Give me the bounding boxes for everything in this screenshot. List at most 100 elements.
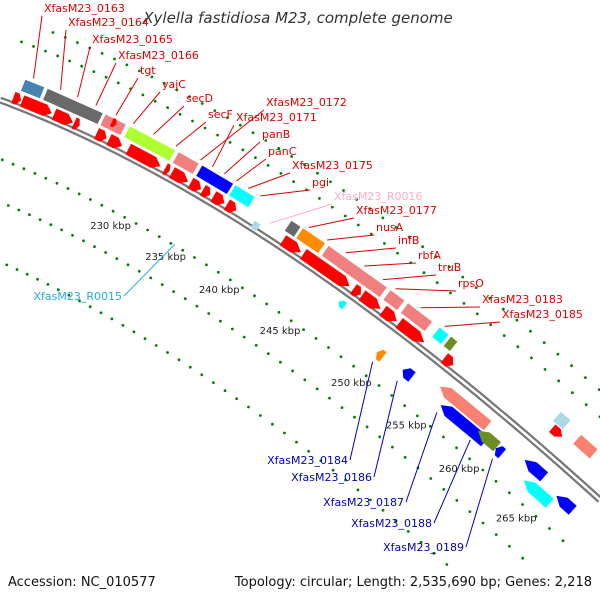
grid-dot [449,291,452,295]
gene-label: tgt [140,64,156,77]
grid-dot [290,155,293,158]
grid-dot [584,403,588,407]
label-leader-line [260,189,311,197]
forward-cds [19,95,52,116]
grid-dot [116,81,120,85]
grid-dot [571,391,574,395]
label-leader-line [373,380,398,478]
reverse-cds [440,386,492,431]
grid-dot [181,248,185,252]
grid-dot [125,63,129,67]
grid-dot [166,106,170,109]
grid-dot [15,268,19,271]
grid-dot [51,31,55,34]
label-leader-line [33,15,43,79]
grid-dot [88,305,92,309]
grid-dot [92,70,96,73]
label-leader-line [327,234,375,241]
grid-dot [138,69,141,73]
grid-dot [303,163,306,167]
grid-dot [166,351,169,354]
gene-label: XfasM23_0184 [267,454,348,467]
accession-text: Accession: NC_010577 [8,575,156,590]
grid-dot [355,198,358,201]
tick-label: 255 kbp [386,421,427,432]
grid-dot [494,533,498,536]
grid-dot [302,328,305,331]
grid-dot [277,147,281,150]
label-leader-line [153,105,185,135]
grid-dot [391,445,394,449]
forward-cds [106,134,122,149]
grid-dot [242,335,246,339]
gene-label: XfasM23_0187 [323,496,404,509]
grid-dot [329,180,332,184]
forward-cds [169,167,189,183]
grid-dot [489,323,493,327]
cog-feature [443,336,458,351]
grid-dot [143,337,147,340]
grid-dot [515,318,519,322]
grid-dot [200,373,204,377]
grid-dot [408,235,411,239]
grid-dot [104,75,108,79]
forward-cds [125,143,161,168]
grid-dot [403,404,406,407]
grid-dot [247,405,250,409]
gene-label: panC [268,145,297,158]
grid-dot [113,57,116,61]
gene-label: XfasM23_0183 [482,293,563,306]
grid-dot [494,479,498,483]
gene-label: infB [398,234,419,247]
grid-dot [534,515,538,518]
grid-dot [548,527,551,530]
tick-label: 240 kbp [199,285,240,296]
cog-feature [383,290,405,311]
cog-feature [229,185,255,208]
grid-dot [327,346,330,349]
grid-dot [111,209,115,213]
gene-labels: XfasM23_0163XfasM23_0164XfasM23_0165Xfas… [33,2,583,554]
grid-dot [421,245,424,249]
cog-feature [284,220,301,237]
grid-dot [353,415,356,419]
grid-dot [76,41,79,44]
rna-feature [338,300,347,310]
grid-dot [228,278,232,282]
gene-label: XfasM23_0164 [68,16,149,29]
map-title: Xylella fastidiosa M23, complete genome [142,9,453,27]
grid-dot [177,358,181,362]
label-leader-line [95,62,117,106]
grid-dot [365,425,369,429]
grid-dot [230,327,234,331]
grid-dot [542,341,546,344]
grid-dot [238,123,242,127]
grid-dot [66,187,70,190]
grid-dot [307,449,310,453]
gene-label: XfasM23_0186 [291,471,372,484]
grid-dot [193,256,196,259]
grid-dot [253,294,256,298]
grid-dot [195,304,199,308]
grid-dot [226,116,229,120]
grid-dot [319,459,323,463]
grid-dot [205,263,208,267]
grid-dot [543,368,547,371]
gene-label: secD [186,92,213,105]
grid-dot [216,133,220,137]
gene-label: secF [208,108,233,121]
cog-feature [432,327,449,344]
tick-label: 250 kbp [331,378,372,389]
forward-cds [109,117,117,128]
grid-dot [502,334,506,337]
grid-dot [82,239,85,243]
label-leader-line [224,141,261,175]
grid-dot [175,88,179,92]
grid-dot [251,131,255,135]
backbone-inner [0,98,600,501]
label-leader-line [308,217,355,228]
gene-label: XfasM23_0177 [356,204,437,217]
grid-dot [11,162,15,166]
grid-dot [445,563,449,566]
